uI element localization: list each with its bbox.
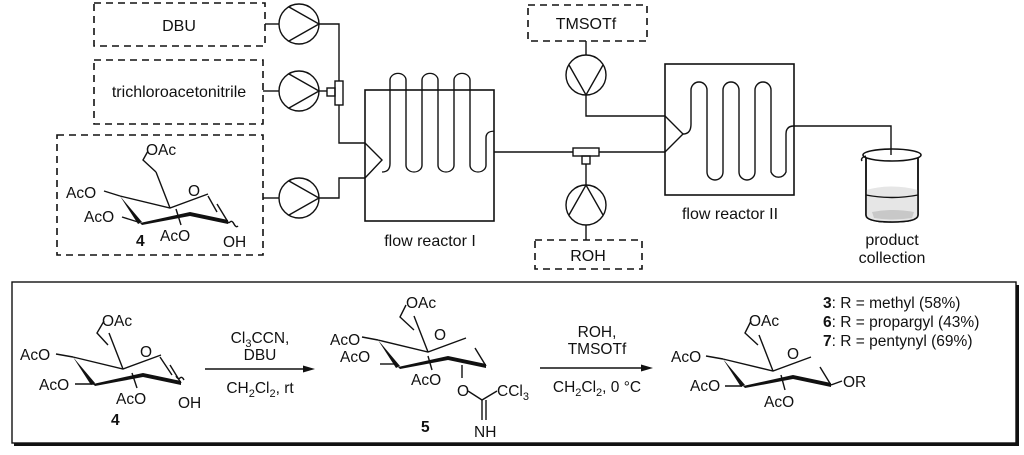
compound-5-structure: OAc O O NH CCl3 AcO AcO AcO 5 (330, 295, 529, 441)
step-1-reagent-line1: Cl3CCN, (231, 330, 290, 350)
svg-text:O: O (787, 346, 799, 363)
roh-pump-icon (565, 184, 607, 226)
trichloroacetonitrile-pump-icon (278, 70, 320, 112)
flow-reactor-2-label: flow reactor II (682, 206, 778, 223)
collection-label-line2: collection (859, 250, 926, 267)
svg-text:AcO: AcO (671, 349, 701, 366)
svg-text:5: 5 (421, 419, 430, 436)
svg-text:O: O (188, 183, 200, 200)
svg-text:AcO: AcO (340, 349, 370, 366)
flow-reactor-2 (664, 63, 795, 196)
svg-text:OH: OH (223, 234, 246, 251)
svg-text:AcO: AcO (39, 377, 69, 394)
roh-label: ROH (570, 248, 606, 265)
svg-text:O: O (434, 327, 446, 344)
step-2-arrow (540, 364, 653, 372)
tmsotf-label: TMSOTf (556, 16, 617, 33)
yield-item: 3: R = methyl (58%) (823, 295, 960, 312)
compound-4-reservoir (56, 134, 264, 256)
tmsotf-pump-icon (565, 54, 607, 96)
t-mixer-2-icon (572, 147, 600, 165)
svg-text:AcO: AcO (66, 185, 96, 202)
svg-text:4: 4 (111, 412, 120, 429)
svg-text:AcO: AcO (160, 228, 190, 245)
svg-text:AcO: AcO (764, 394, 794, 411)
t-mixer-1-icon (326, 80, 344, 106)
dbu-pump-icon (278, 3, 320, 45)
trichloroacetonitrile-label: trichloroacetonitrile (112, 84, 246, 101)
svg-text:AcO: AcO (116, 391, 146, 408)
yield-item: 7: R = pentynyl (69%) (823, 333, 972, 350)
step-1-conditions: CH2Cl2, rt (226, 380, 294, 400)
svg-text:NH: NH (474, 424, 496, 441)
roh-reservoir (534, 239, 643, 270)
svg-text:O: O (140, 344, 152, 361)
yield-item: 6: R = propargyl (43%) (823, 314, 979, 331)
step-2-reagent-line1: ROH, (578, 324, 617, 341)
compound-4-structure: OAc O OH AcO AcO AcO 4 (20, 313, 201, 429)
svg-text:OAc: OAc (406, 295, 436, 312)
compound-4-structure-top: OAc O OH AcO AcO AcO 4 (66, 142, 246, 251)
product-structure: OAc O OR AcO AcO AcO (671, 313, 866, 411)
svg-text:AcO: AcO (84, 209, 114, 226)
svg-text:OH: OH (178, 395, 201, 412)
reactor-1-channel (381, 72, 495, 173)
trichloroacetonitrile-reservoir (93, 59, 264, 125)
svg-text:OAc: OAc (146, 142, 176, 159)
svg-text:OAc: OAc (749, 313, 779, 330)
svg-text:CCl3: CCl3 (497, 383, 529, 403)
step-2-conditions: CH2Cl2, 0 °C (553, 379, 641, 399)
svg-text:AcO: AcO (690, 378, 720, 395)
step-1-reagent-line2: DBU (244, 347, 277, 364)
yields-list: 3: R = methyl (58%) 6: R = propargyl (43… (823, 295, 979, 350)
step-1-arrow (205, 365, 315, 373)
scheme-box (11, 281, 1017, 444)
svg-text:AcO: AcO (411, 372, 441, 389)
reactor-2-channel (682, 81, 795, 181)
tmsotf-reservoir (527, 4, 648, 42)
svg-text:4: 4 (136, 233, 145, 250)
flow-reactor-1 (364, 89, 495, 222)
svg-text:AcO: AcO (330, 332, 360, 349)
step-2-reagent-line2: TMSOTf (568, 341, 627, 358)
compound-4-pump-icon (278, 177, 320, 219)
svg-text:OAc: OAc (102, 313, 132, 330)
svg-text:AcO: AcO (20, 347, 50, 364)
flow-reactor-1-label: flow reactor I (384, 233, 476, 250)
svg-text:O: O (457, 383, 469, 400)
svg-text:OR: OR (843, 374, 866, 391)
beaker-icon (860, 148, 922, 223)
dbu-label: DBU (162, 18, 196, 35)
collection-label-line1: product (865, 232, 919, 249)
